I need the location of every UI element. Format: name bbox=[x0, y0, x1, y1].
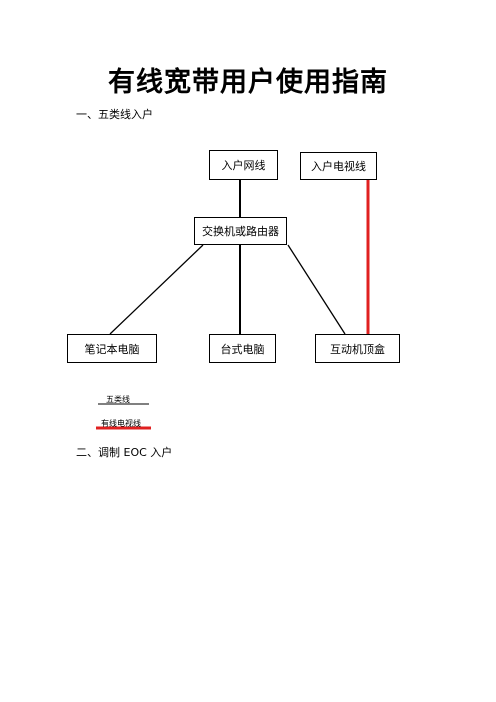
section-heading-cat5: 一、五类线入户 bbox=[76, 108, 153, 121]
legend-label-cat5: 五类线 bbox=[106, 395, 130, 404]
set-top-box: 互动机顶盒 bbox=[315, 334, 400, 363]
switch-router-box: 交换机或路由器 bbox=[194, 217, 287, 245]
entry-tv-box: 入户电视线 bbox=[300, 152, 377, 180]
line-switch-to-stb bbox=[287, 244, 346, 335]
section-heading-eoc: 二、调制 EOC 入户 bbox=[76, 446, 173, 459]
page-title: 有线宽带用户使用指南 bbox=[108, 67, 388, 98]
line-switch-to-laptop bbox=[109, 244, 204, 335]
desktop-box: 台式电脑 bbox=[209, 334, 276, 363]
legend-label-tv: 有线电视线 bbox=[101, 419, 141, 428]
entry-network-box: 入户网线 bbox=[209, 150, 278, 180]
laptop-box: 笔记本电脑 bbox=[67, 334, 157, 363]
